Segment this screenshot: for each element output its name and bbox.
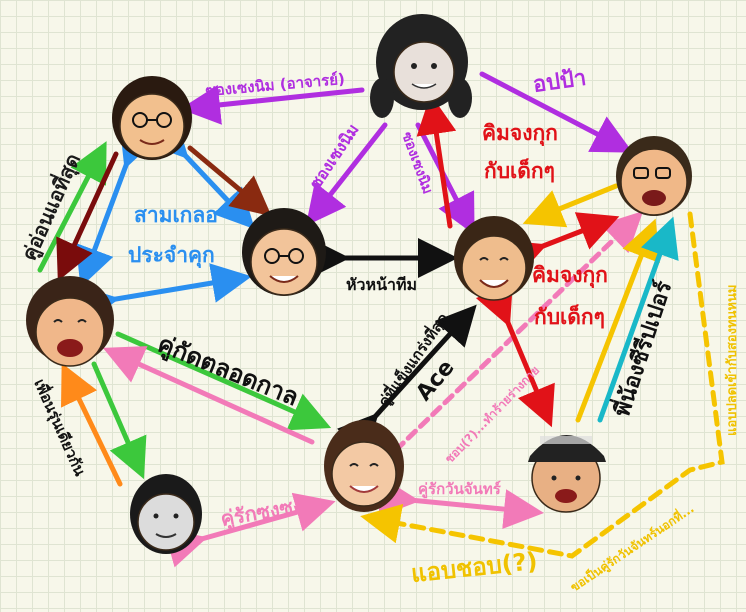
arrow-bottomleft-to-left <box>61 362 123 487</box>
arrow-left-to-topleft <box>37 141 107 273</box>
faces <box>26 14 692 554</box>
arrow-midright-bottomright <box>475 282 555 428</box>
arrow-topleft-to-midleft <box>187 145 272 217</box>
arrow-left-to-bottomcenter <box>115 331 332 431</box>
label-secretly-like: แอบชอบ(?) <box>410 547 539 588</box>
arrow-bottomcenter-bottomright <box>378 477 544 530</box>
arrow-left-midleft <box>77 263 252 325</box>
woman-grayscale-face-icon <box>370 14 472 118</box>
label-same-age: เพื่อนรุ่นเดียวกัน <box>29 375 91 479</box>
arrow-midright-to-topcenter <box>416 94 457 229</box>
label-eternal-rivals: คู่กัดตลอดกาล <box>153 330 302 413</box>
label-with-kids-right: กับเด็กๆ <box>534 303 605 329</box>
arrow-topright-dashed-to-bottomcenter <box>360 211 725 559</box>
label-kim-jong-kook-right: คิมจงกุก <box>532 263 608 289</box>
arrow-topright-to-midright <box>522 183 619 228</box>
label-secret-love: ชอบ(?)...ทำร้ายร่างกาย <box>442 363 542 466</box>
arrow-topcenter-to-topright <box>479 71 633 153</box>
woman-smiling-face-icon <box>324 420 404 512</box>
label-song-ji-hyo-left: ซองเซงนิม <box>306 120 363 192</box>
arrow-bottomleft-bottomcenter <box>163 492 336 568</box>
man-glasses-face-icon <box>112 76 192 160</box>
man-laughing-face-icon <box>26 276 114 367</box>
man-glasses-laughing-face-icon <box>616 136 692 216</box>
man-smiling-face-icon <box>454 216 534 301</box>
label-comedy-line1: สามเกลอ <box>134 203 218 227</box>
man-cap-face-icon <box>528 435 606 513</box>
label-kim-jong-kook-top: คิมจงกุก <box>482 121 558 147</box>
label-monday-couple: คู่รักวันจันทร์ <box>418 480 502 499</box>
label-comedy-line2: ประจำคุก <box>128 243 215 269</box>
man-grayscale-face-icon <box>130 474 202 554</box>
arrow-bottomcenter-to-left <box>102 346 315 445</box>
label-with-kids-top: กับเด็กๆ <box>484 157 555 183</box>
arrow-midright-topright <box>502 212 620 278</box>
man-glasses-smiling-face-icon <box>242 208 326 296</box>
label-song-ji-hyo-right: ซองเซงนิม <box>398 130 435 196</box>
arrows <box>37 71 725 568</box>
label-dashed-note-right: แอบปลดเข้ากับสองทนหนม <box>724 285 740 436</box>
arrow-left-to-bottomleft <box>91 361 147 480</box>
label-fanboy: อปป้า <box>531 66 587 98</box>
arrow-topleft-to-left <box>56 151 119 282</box>
arrow-bottomright-to-topright-teal <box>597 216 679 423</box>
arrow-topcenter-to-topleft <box>180 84 365 125</box>
arrow-bottomcenter-midright <box>337 304 477 456</box>
arrow-bottomright-to-topright <box>575 218 660 423</box>
arrow-topcenter-to-midleft <box>305 122 388 226</box>
label-sweet-couple: คู่รักซงซง <box>219 493 305 533</box>
label-leader: หัวหน้าทีม <box>346 275 417 294</box>
label-brother-super: พี่น้องซีรีปเปอร์ <box>605 277 677 420</box>
